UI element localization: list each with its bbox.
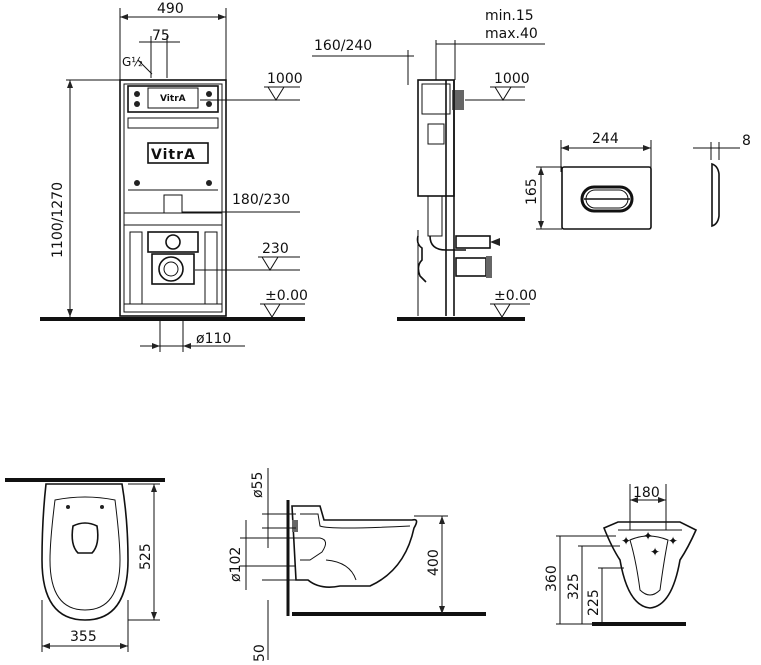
- bowl-top-view: 525 355: [5, 478, 165, 652]
- rim-height-label: 400: [426, 549, 442, 576]
- plate-depth-label: 8: [742, 133, 751, 149]
- plate-width-label: 244: [592, 131, 619, 147]
- floor-level-front-label: ±0.00: [265, 288, 308, 304]
- frame-side-view: 160/240 min.15 max.40 1000 ±0.00: [312, 8, 545, 321]
- base-offset-label: 50: [252, 644, 268, 662]
- svg-text:✦: ✦: [643, 529, 653, 543]
- supply-thread-label: G½: [122, 55, 143, 69]
- wall-depth-label: 160/240: [314, 38, 372, 54]
- fix-height-1-label: 360: [544, 565, 560, 592]
- logo-large: VitrA: [151, 147, 196, 163]
- outlet-diameter-label: ø102: [228, 547, 244, 582]
- bowl-side-view: ø55 ø102 400 50: [228, 468, 486, 662]
- logo-small: VitrA: [160, 94, 186, 104]
- plate-min-label: min.15: [485, 8, 534, 24]
- supply-offset-label: 75: [152, 28, 170, 44]
- bolt-spacing-label: 180: [633, 485, 660, 501]
- flush-height-side-label: 1000: [494, 71, 530, 87]
- flush-plate-front: 244 165: [524, 131, 652, 230]
- svg-text:✦: ✦: [668, 534, 678, 548]
- frame-width-label: 490: [157, 1, 184, 17]
- frame-front-view: 490 75 G½ 1100/1270 VitrA VitrA: [40, 1, 308, 352]
- fix-height-2-label: 325: [566, 573, 582, 600]
- frame-height-label: 1100/1270: [50, 182, 66, 258]
- drain-diameter-label: ø110: [196, 331, 231, 347]
- plate-max-label: max.40: [485, 26, 538, 42]
- fix-height-3-label: 225: [586, 589, 602, 616]
- floor-level-side-label: ±0.00: [494, 288, 537, 304]
- bowl-front-view: 180 ✦ ✦ ✦ ✦ 360 325 225: [544, 484, 698, 626]
- svg-text:✦: ✦: [621, 534, 631, 548]
- flush-height-front-label: 1000: [267, 71, 303, 87]
- flush-plate-side: 8: [693, 133, 751, 228]
- bowl-width-label: 355: [70, 629, 97, 645]
- bowl-height-label: 230: [262, 241, 289, 257]
- svg-text:✦: ✦: [650, 545, 660, 559]
- outlet-height-label: 180/230: [232, 192, 290, 208]
- bowl-length-label: 525: [138, 543, 154, 570]
- inlet-diameter-label: ø55: [250, 472, 266, 498]
- plate-height-label: 165: [524, 178, 540, 205]
